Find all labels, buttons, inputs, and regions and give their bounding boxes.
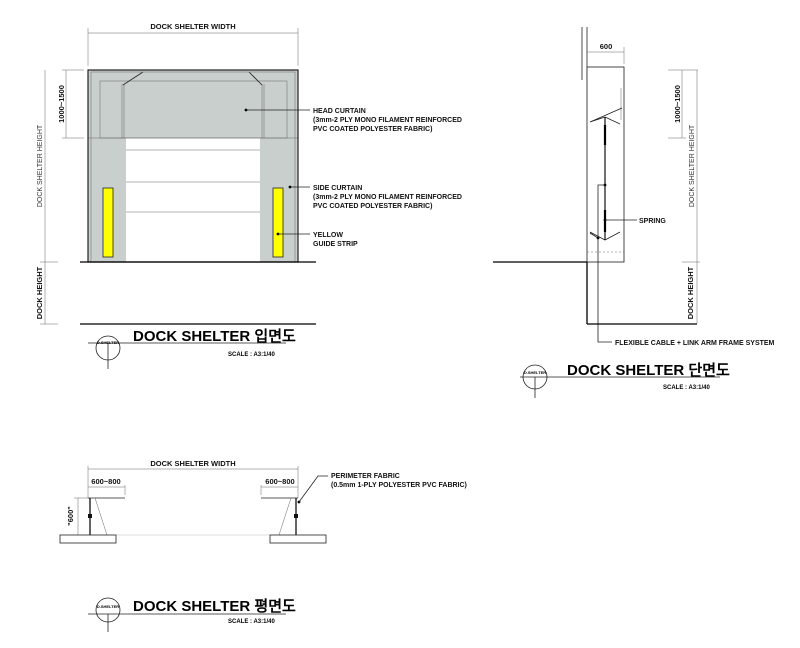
side-curtain-callout: SIDE CURTAIN (3mm-2 PLY MONO FILAMENT RE… — [313, 185, 462, 210]
door-opening — [126, 138, 260, 262]
head-range-dimension: 1000~1500 — [57, 85, 66, 123]
elevation-view: DOCK SHELTER WIDTH HEAD CURTAIN (3mm-2 P… — [35, 22, 462, 369]
section-view: 600 SPRING FLEXIBLE CABLE + LINK ARM FRA… — [493, 27, 775, 398]
svg-text:GUIDE STRIP: GUIDE STRIP — [313, 241, 358, 248]
depth-dimension: 600 — [600, 42, 613, 51]
plan-depth-dimension: "600" — [66, 506, 75, 526]
shelter-height-dimension: DOCK SHELTER HEIGHT — [37, 124, 44, 207]
section-range-dimension: 1000~1500 — [673, 85, 682, 123]
svg-text:YELLOW: YELLOW — [313, 232, 343, 239]
svg-text:PERIMETER FABRIC: PERIMETER FABRIC — [331, 473, 400, 480]
elevation-scale: SCALE : A3:1/40 — [228, 352, 275, 358]
svg-text:D.SHELTER: D.SHELTER — [97, 604, 119, 609]
svg-text:SIDE CURTAIN: SIDE CURTAIN — [313, 185, 362, 192]
head-curtain-callout: HEAD CURTAIN (3mm-2 PLY MONO FILAMENT RE… — [313, 108, 462, 133]
svg-text:PVC COATED POLYESTER FABRIC): PVC COATED POLYESTER FABRIC) — [313, 126, 432, 133]
plan-width-dimension: DOCK SHELTER WIDTH — [150, 459, 235, 468]
svg-text:(3mm-2 PLY MONO FILAMENT REINF: (3mm-2 PLY MONO FILAMENT REINFORCED — [313, 117, 462, 124]
section-title: DOCK SHELTER 단면도 — [567, 362, 730, 379]
svg-text:D.SHELTER: D.SHELTER — [97, 340, 119, 345]
svg-text:HEAD CURTAIN: HEAD CURTAIN — [313, 108, 366, 115]
section-title-block: D.SHELTER DOCK SHELTER 단면도 SCALE : A3:1/… — [520, 362, 730, 398]
section-scale: SCALE : A3:1/40 — [663, 385, 710, 391]
left-range-dimension: 600~800 — [91, 477, 120, 486]
perimeter-fabric-callout: PERIMETER FABRIC (0.5mm 1-PLY POLYESTER … — [331, 473, 467, 489]
plan-title-block: D.SHELTER DOCK SHELTER 평면도 SCALE : A3:1/… — [88, 597, 296, 632]
svg-text:PVC COATED POLYESTER FABRIC): PVC COATED POLYESTER FABRIC) — [313, 203, 432, 210]
frame-system-callout: FLEXIBLE CABLE + LINK ARM FRAME SYSTEM — [615, 340, 775, 347]
right-range-dimension: 600~800 — [265, 477, 294, 486]
plan-scale: SCALE : A3:1/40 — [228, 619, 275, 625]
svg-text:(0.5mm 1-PLY POLYESTER PVC FAB: (0.5mm 1-PLY POLYESTER PVC FABRIC) — [331, 482, 467, 489]
elevation-title: DOCK SHELTER 입면도 — [133, 328, 296, 345]
spring-callout: SPRING — [639, 218, 666, 225]
plan-title: DOCK SHELTER 평면도 — [133, 597, 296, 615]
width-dimension-label: DOCK SHELTER WIDTH — [150, 22, 235, 31]
plan-view: DOCK SHELTER WIDTH 600~800 600~800 "600"… — [59, 459, 467, 632]
dock-height-dimension: DOCK HEIGHT — [35, 266, 44, 319]
guide-strip-callout: YELLOW GUIDE STRIP — [313, 232, 358, 248]
section-height-dimension: DOCK SHELTER HEIGHT — [689, 124, 696, 207]
svg-text:D.SHELTER: D.SHELTER — [524, 370, 546, 375]
svg-text:(3mm-2 PLY MONO FILAMENT REINF: (3mm-2 PLY MONO FILAMENT REINFORCED — [313, 194, 462, 201]
yellow-guide-strip-right — [272, 187, 284, 258]
section-dock-height-dimension: DOCK HEIGHT — [686, 266, 695, 319]
yellow-guide-strip-left — [102, 187, 114, 258]
elevation-title-block: D.SHELTER DOCK SHELTER 입면도 SCALE : A3:1/… — [88, 328, 296, 369]
